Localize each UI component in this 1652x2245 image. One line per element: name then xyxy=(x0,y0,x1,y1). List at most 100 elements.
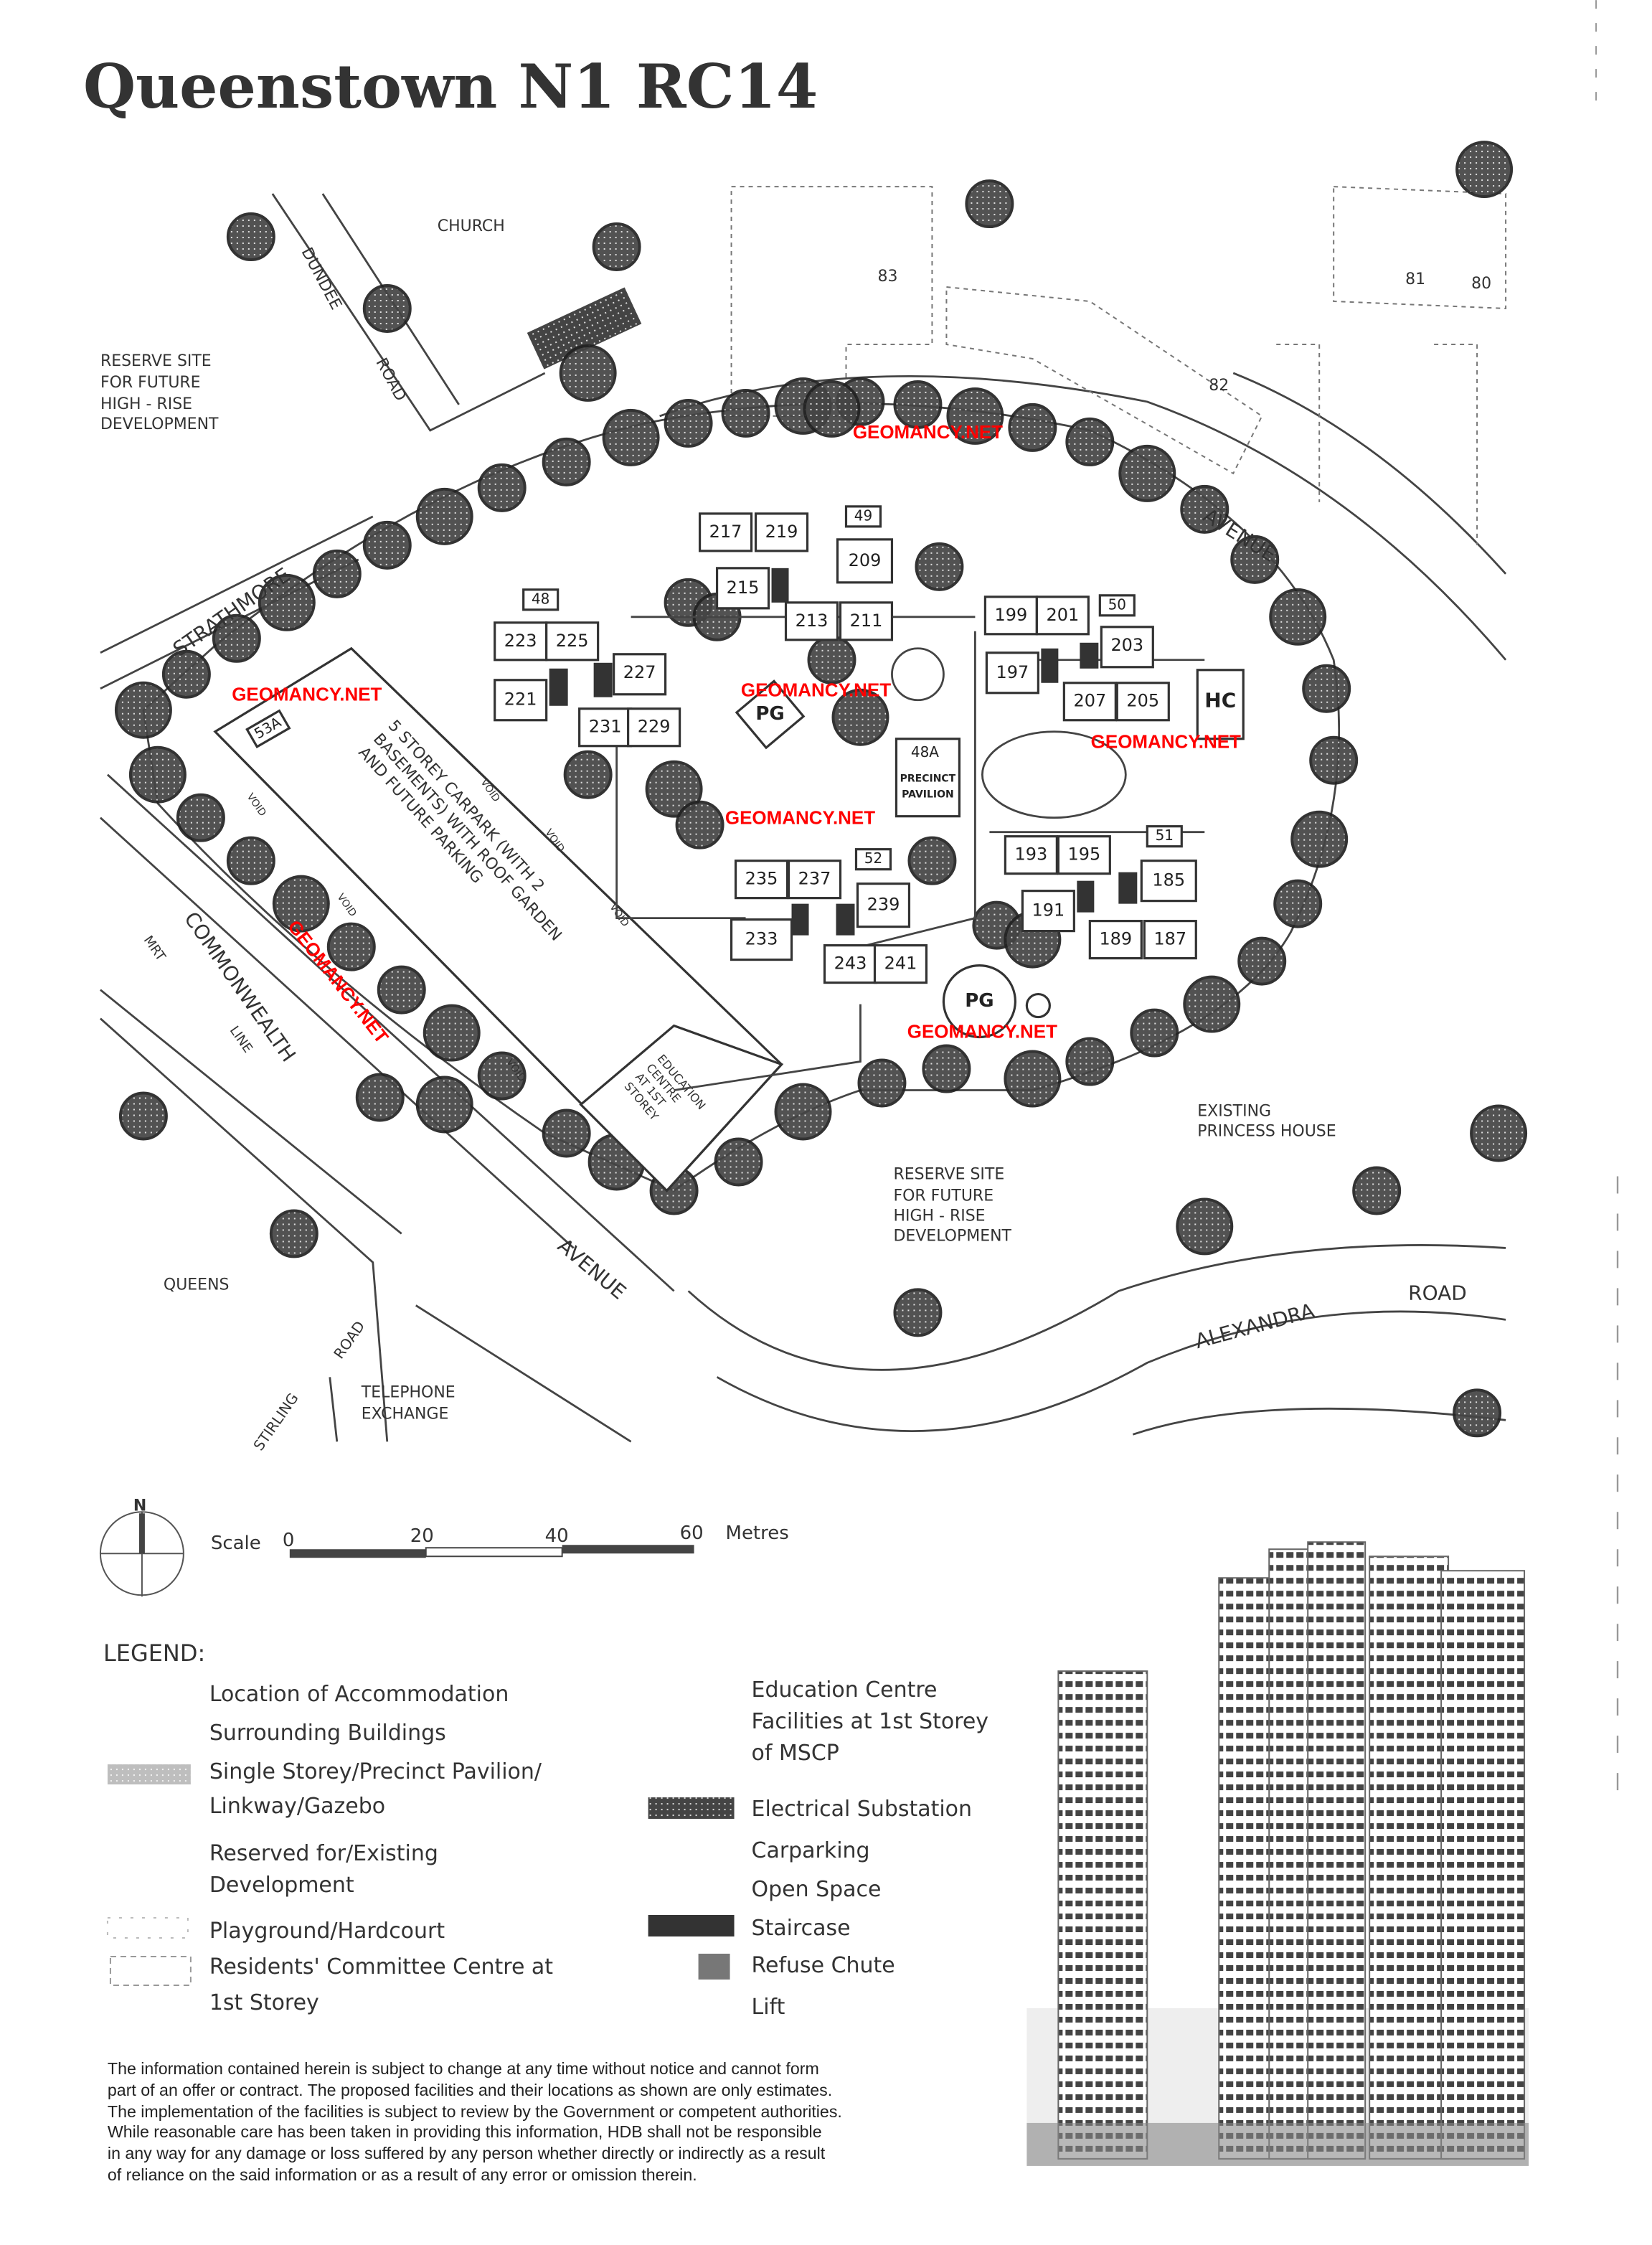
site-map: 83 82 81 80 5 STOREY CARPARK (WITH 2 BAS… xyxy=(99,141,1528,1454)
svg-text:217: 217 xyxy=(709,522,742,542)
queens-road xyxy=(329,1304,632,1443)
svg-text:HIGH - RISE: HIGH - RISE xyxy=(893,1207,985,1225)
electrical-substation xyxy=(527,287,642,370)
tree-icon xyxy=(714,1137,763,1187)
playground: PG xyxy=(735,679,806,750)
legend-swatch-pavilion xyxy=(107,1764,191,1785)
svg-text:The information contained here: The information contained herein is subj… xyxy=(108,2059,819,2078)
tree-icon xyxy=(831,688,889,746)
legend-swatch-playground xyxy=(106,1917,189,1939)
tree-icon xyxy=(258,573,316,631)
svg-text:243: 243 xyxy=(834,954,867,974)
tree-icon xyxy=(1008,403,1057,452)
svg-text:Single Storey/Precinct Pavilio: Single Storey/Precinct Pavilion/ xyxy=(209,1759,542,1784)
svg-text:Facilities at 1st Storey: Facilities at 1st Storey xyxy=(752,1709,989,1734)
tree-icon xyxy=(272,875,330,933)
tree-icon xyxy=(602,408,660,466)
svg-text:Metres: Metres xyxy=(726,1522,789,1544)
disclaimer: The information contained herein is subj… xyxy=(108,2059,842,2184)
block: 219 xyxy=(754,512,809,552)
block: 223 xyxy=(494,621,548,662)
facility-tag: 52 xyxy=(854,848,892,871)
tree-belt xyxy=(114,141,1528,1438)
svg-text:0: 0 xyxy=(283,1530,295,1551)
svg-text:Electrical Substation: Electrical Substation xyxy=(752,1797,972,1822)
building-photo xyxy=(1026,1541,1529,2166)
svg-text:Surrounding Buildings: Surrounding Buildings xyxy=(209,1721,446,1746)
svg-text:RESERVE SITE: RESERVE SITE xyxy=(100,352,212,370)
block: 187 xyxy=(1143,920,1197,960)
block: 205 xyxy=(1115,682,1170,722)
svg-text:231: 231 xyxy=(589,717,622,737)
svg-text:40: 40 xyxy=(545,1525,569,1547)
facility-tag: 53A xyxy=(245,709,291,749)
tree-icon xyxy=(774,1083,832,1141)
stirling-road-label: ROAD xyxy=(330,1318,368,1362)
tree-icon xyxy=(226,836,275,885)
north-arrow: N xyxy=(99,1497,184,1597)
education-centre xyxy=(579,1024,784,1192)
svg-text:49: 49 xyxy=(854,507,872,524)
svg-text:235: 235 xyxy=(745,869,778,889)
alexandra-road xyxy=(687,1244,1506,1432)
mrt-line xyxy=(100,989,402,1442)
tree-icon xyxy=(922,1044,971,1093)
tree-icon xyxy=(542,437,591,486)
svg-text:51: 51 xyxy=(1156,827,1174,844)
svg-text:EXCHANGE: EXCHANGE xyxy=(362,1405,449,1423)
svg-text:of MSCP: of MSCP xyxy=(752,1741,839,1766)
tree-icon xyxy=(1237,936,1287,986)
tree-icon xyxy=(965,179,1014,229)
svg-text:Development: Development xyxy=(209,1873,354,1898)
svg-text:FOR FUTURE: FOR FUTURE xyxy=(893,1187,993,1205)
svg-text:233: 233 xyxy=(745,929,778,949)
block: 235 xyxy=(734,860,789,900)
legend-swatch-refuse-chute xyxy=(698,1953,730,1980)
block: 185 xyxy=(1118,860,1197,904)
tree-icon xyxy=(415,1076,473,1134)
tree-icon xyxy=(477,1051,527,1101)
tree-icon xyxy=(1273,879,1323,928)
svg-text:Scale: Scale xyxy=(211,1533,261,1554)
surrounding-number: 82 xyxy=(1209,377,1229,395)
svg-text:205: 205 xyxy=(1126,691,1159,711)
svg-text:50: 50 xyxy=(1108,596,1126,613)
tree-icon xyxy=(1453,1388,1502,1438)
tree-icon xyxy=(803,380,861,438)
svg-text:VOID: VOID xyxy=(245,791,268,819)
svg-text:60: 60 xyxy=(680,1522,704,1544)
tree-icon xyxy=(1130,1008,1179,1058)
stirling-label: STIRLING xyxy=(250,1390,302,1454)
tree-icon xyxy=(559,344,617,402)
legend-swatch-rc-centre xyxy=(109,1955,192,1986)
block: 201 xyxy=(1035,596,1090,636)
tree-icon xyxy=(118,1091,168,1141)
svg-text:in any way for any damage or l: in any way for any damage or loss suffer… xyxy=(108,2144,826,2162)
tree-icon xyxy=(664,398,713,448)
tree-icon xyxy=(893,380,943,429)
svg-text:189: 189 xyxy=(1099,929,1132,949)
svg-text:237: 237 xyxy=(798,869,831,889)
svg-text:HIGH - RISE: HIGH - RISE xyxy=(100,395,192,413)
svg-text:207: 207 xyxy=(1073,691,1106,711)
svg-text:VOID: VOID xyxy=(335,892,359,919)
block: 211 xyxy=(839,601,894,641)
tree-icon xyxy=(542,1109,591,1158)
gazebo xyxy=(891,647,945,702)
tree-icon xyxy=(1309,735,1359,785)
legend-heading: LEGEND: xyxy=(103,1639,205,1667)
block: 237 xyxy=(787,860,842,900)
svg-text:195: 195 xyxy=(1067,844,1100,865)
block: 189 xyxy=(1088,920,1143,960)
block: 195 xyxy=(1057,835,1111,875)
svg-text:EXISTING: EXISTING xyxy=(1197,1103,1271,1121)
open-lawn xyxy=(981,730,1127,819)
svg-text:PAVILION: PAVILION xyxy=(902,789,954,801)
watermark: GEOMANCY.NET xyxy=(853,421,1003,443)
tree-icon xyxy=(176,793,225,842)
svg-text:215: 215 xyxy=(727,578,760,598)
tree-icon xyxy=(1230,535,1280,584)
tree-icon xyxy=(269,1209,318,1258)
queens-label: QUEENS xyxy=(164,1276,230,1294)
